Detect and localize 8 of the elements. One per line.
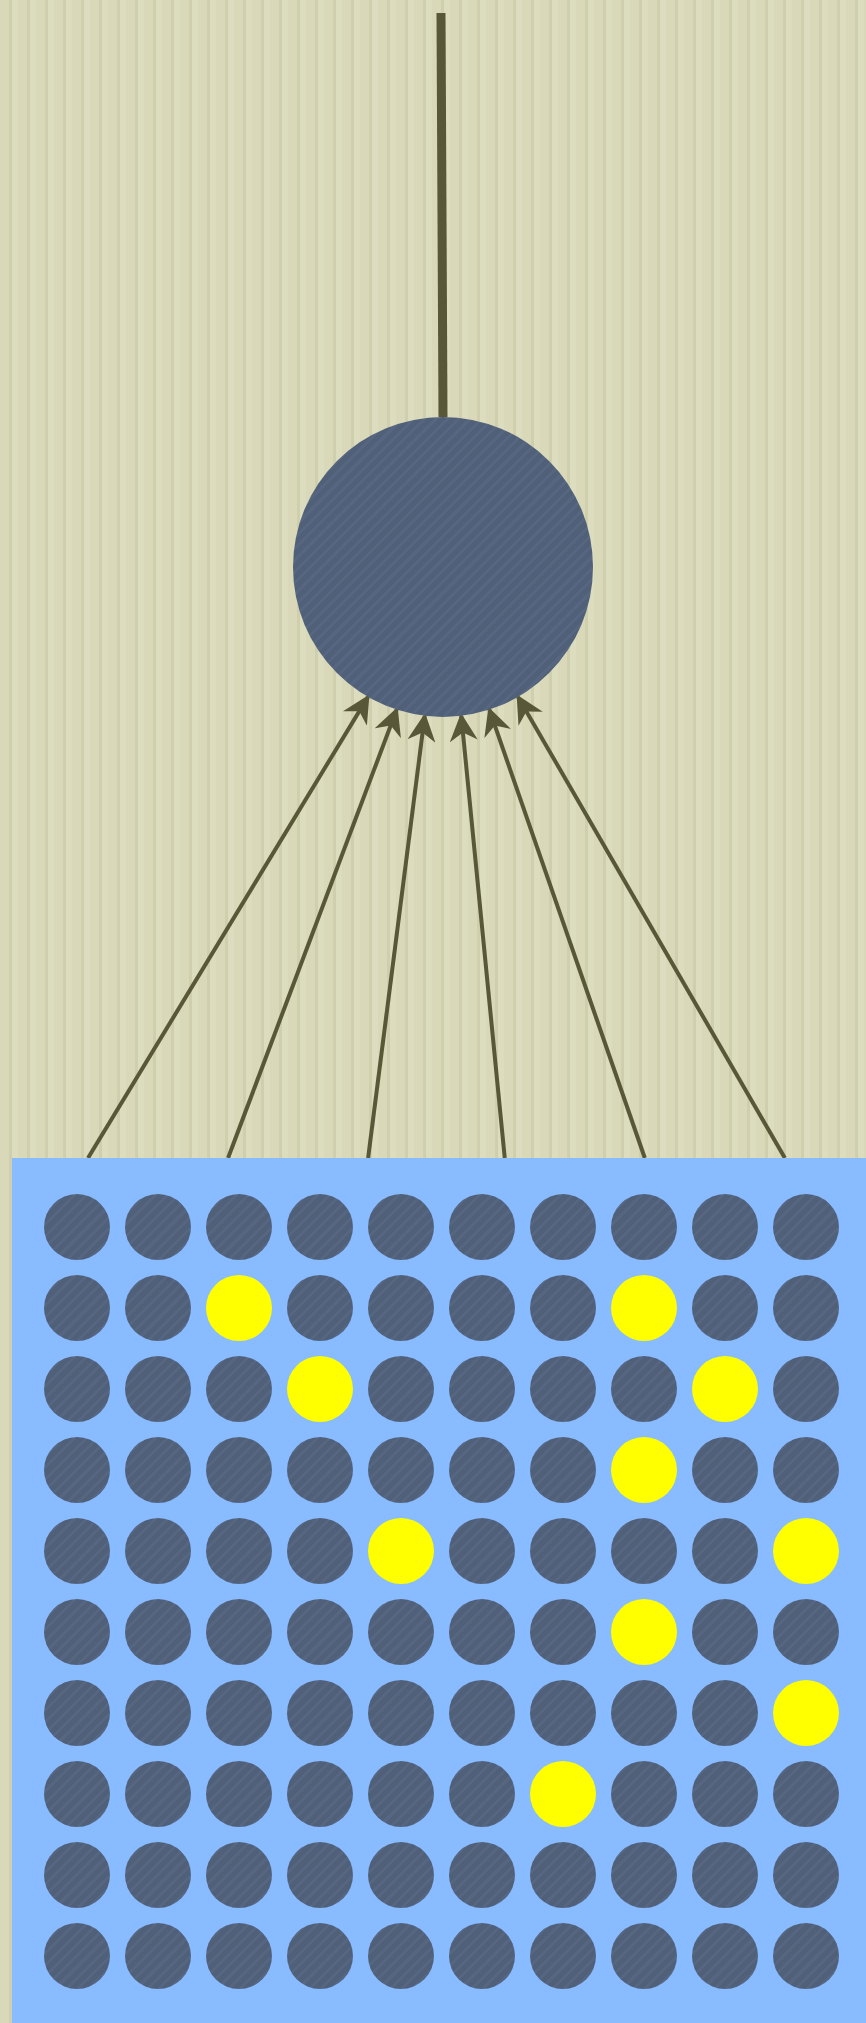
arrow — [86, 694, 370, 1160]
arrow — [449, 713, 507, 1159]
arrow — [366, 713, 436, 1159]
arrow — [484, 707, 647, 1159]
input-grid-panel — [12, 1158, 866, 2023]
stem-line — [436, 12, 448, 418]
arrow — [516, 694, 787, 1159]
arrow — [226, 707, 401, 1159]
